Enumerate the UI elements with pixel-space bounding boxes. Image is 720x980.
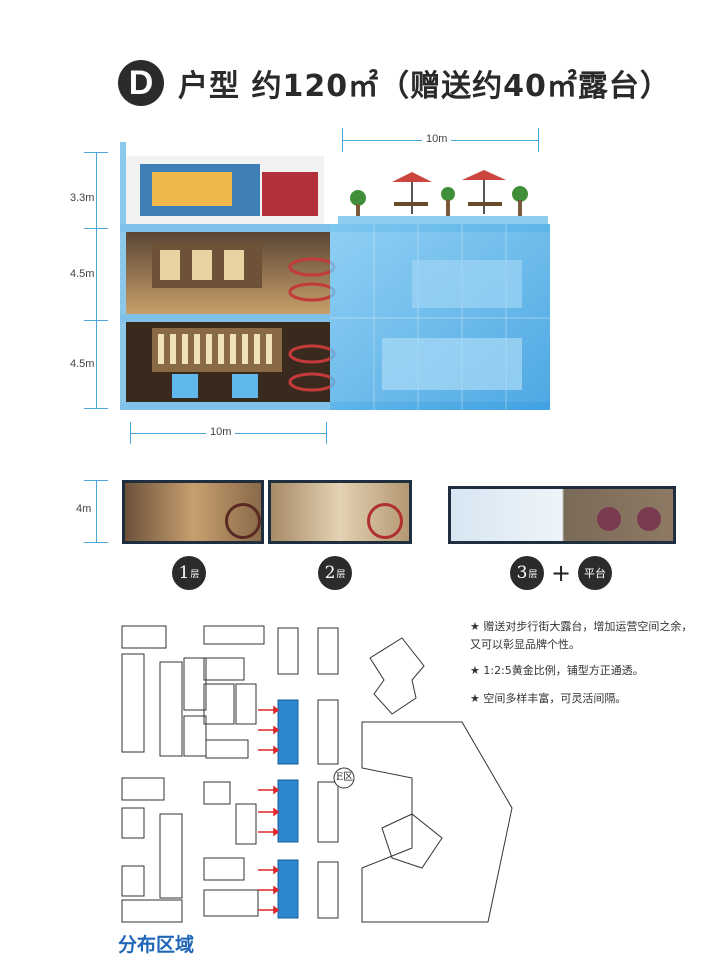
plus-sign: +	[551, 559, 572, 587]
tick	[342, 128, 343, 152]
bottom-width-label: 10m	[206, 426, 236, 438]
tick	[84, 542, 108, 543]
note-1: ★ 赠送对步行街大露台，增加运营空间之余，又可以彰显品牌个性。	[470, 620, 693, 651]
level-unit: 层	[528, 569, 538, 580]
building-section	[112, 142, 552, 414]
floor1-height: 4.5m	[70, 358, 95, 370]
floor3-terrace-plan	[448, 486, 676, 544]
top-width-label: 10m	[422, 133, 452, 145]
level-number: 2	[324, 563, 336, 583]
plan-height-line	[96, 480, 97, 542]
floor3-height: 3.3m	[70, 192, 95, 204]
floor2-height: 4.5m	[70, 268, 95, 280]
plan-height-label: 4m	[76, 503, 92, 515]
tick	[130, 422, 131, 444]
tick	[326, 422, 327, 444]
level-number: 3	[516, 563, 528, 583]
floor2-plan	[268, 480, 412, 544]
level-unit: 层	[190, 569, 200, 580]
building-illustration	[120, 142, 550, 410]
section-title: 分布区域	[118, 934, 195, 956]
height-line	[96, 152, 97, 408]
page-title: D 户型 约120㎡（赠送约40㎡露台）	[118, 58, 671, 108]
level-unit: 层	[336, 569, 346, 580]
tick	[538, 128, 539, 152]
terrace-badge: 平台	[578, 556, 612, 590]
site-map-drawing	[121, 625, 513, 923]
tick	[84, 152, 108, 153]
zone-label: E区	[336, 772, 354, 783]
tick	[84, 320, 108, 321]
tick	[84, 228, 108, 229]
note-2: ★ 1:2:5黄金比例，铺型方正通透。	[470, 664, 644, 677]
type-badge: D	[118, 60, 164, 106]
note-3: ★ 空间多样丰富，可灵活间隔。	[470, 692, 627, 705]
floor1-plan	[122, 480, 264, 544]
site-map: E区	[112, 618, 532, 928]
tick	[84, 480, 108, 481]
title-text: 户型 约120㎡（赠送约40㎡露台）	[178, 69, 671, 104]
tick	[84, 408, 108, 409]
level-number: 1	[178, 563, 190, 583]
